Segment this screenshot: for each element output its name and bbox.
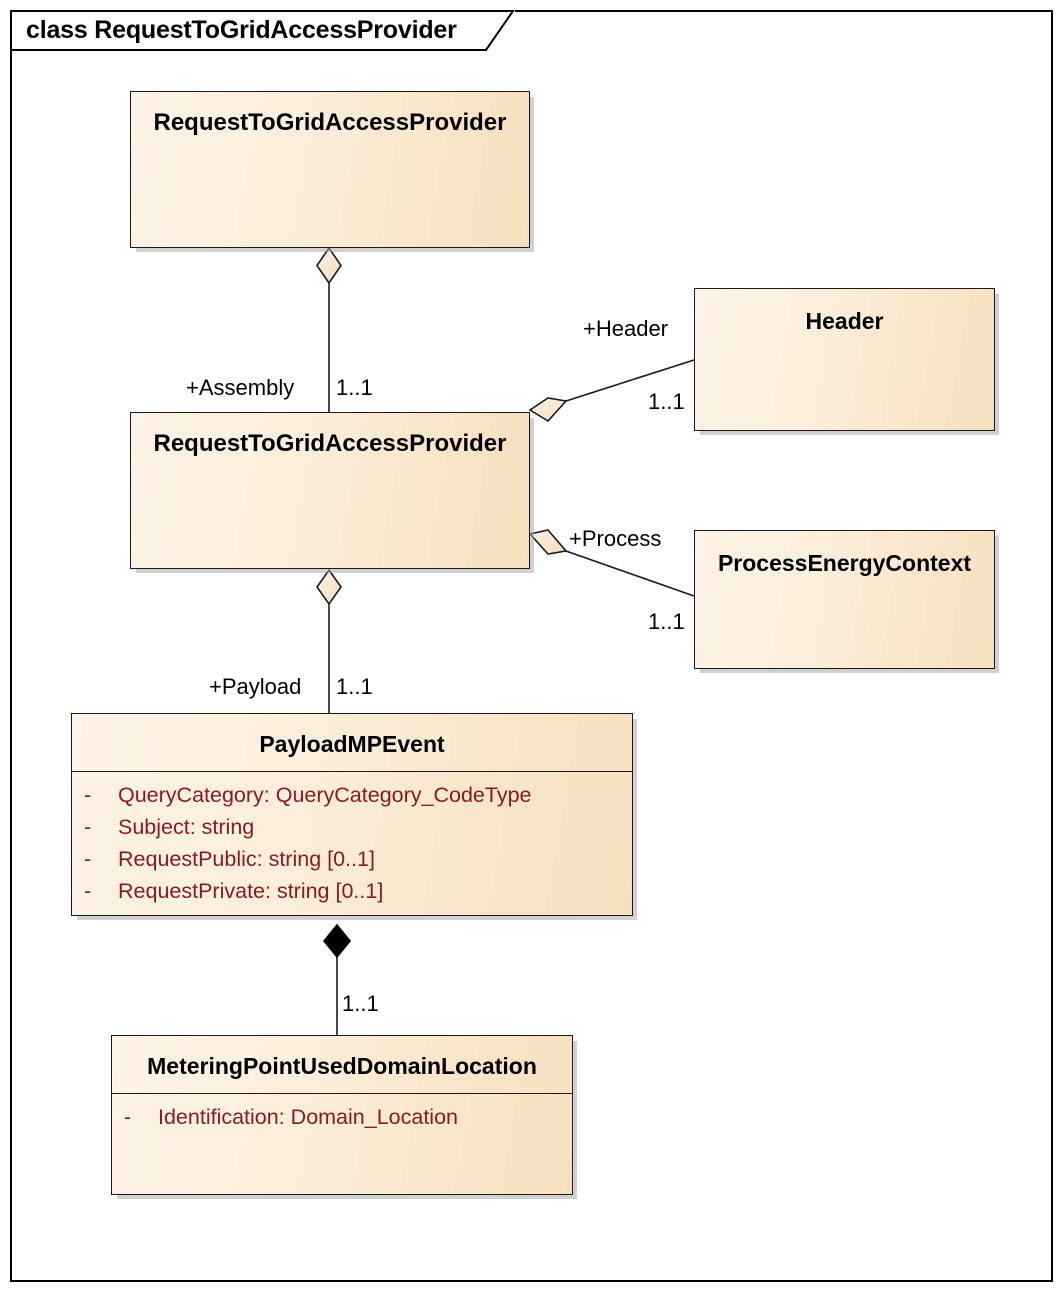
class-box-header[interactable]: Header: [694, 288, 995, 431]
attribute-signature: RequestPrivate: string [0..1]: [118, 879, 384, 903]
association-role-process: +Process: [569, 526, 662, 551]
association-role-payload: +Payload: [209, 674, 302, 699]
diagram-frame-title: class RequestToGridAccessProvider: [26, 16, 457, 44]
attribute-visibility: -: [124, 1105, 132, 1129]
class-title: PayloadMPEvent: [259, 731, 445, 757]
class-box-payload-mp-event[interactable]: PayloadMPEvent - QueryCategory: QueryCat…: [71, 713, 633, 916]
frame-tab-shape-icon: [10, 10, 515, 51]
association-multiplicity-payload: 1..1: [336, 674, 373, 699]
association-multiplicity-metering-point: 1..1: [342, 991, 379, 1016]
class-title: RequestToGridAccessProvider: [153, 109, 507, 136]
association-role-assembly: +Assembly: [186, 375, 295, 400]
class-attributes-compartment: - QueryCategory: QueryCategory_CodeType …: [72, 771, 632, 907]
attribute-visibility: -: [84, 783, 92, 807]
class-attribute-row: - Identification: Domain_Location: [112, 1101, 572, 1133]
association-role-header: +Header: [583, 316, 669, 341]
class-title: RequestToGridAccessProvider: [153, 430, 507, 457]
class-title: ProcessEnergyContext: [717, 550, 972, 576]
class-attributes-compartment: - Identification: Domain_Location: [112, 1093, 572, 1133]
class-attribute-row: - Subject: string: [72, 811, 632, 843]
attribute-signature: RequestPublic: string [0..1]: [118, 847, 375, 871]
association-multiplicity-process: 1..1: [648, 609, 685, 634]
class-box-process-energy-context[interactable]: ProcessEnergyContext: [694, 530, 995, 669]
class-title: Header: [805, 308, 884, 334]
attribute-signature: QueryCategory: QueryCategory_CodeType: [118, 783, 532, 807]
association-multiplicity-assembly: 1..1: [336, 375, 373, 400]
attribute-visibility: -: [84, 879, 92, 903]
class-box-request-to-grid-access-provider-middle[interactable]: RequestToGridAccessProvider: [130, 412, 530, 569]
class-title: MeteringPointUsedDomainLocation: [147, 1053, 537, 1079]
attribute-signature: Subject: string: [118, 815, 255, 839]
diagram-frame-title-tab: class RequestToGridAccessProvider: [10, 10, 515, 51]
class-attribute-row: - RequestPrivate: string [0..1]: [72, 875, 632, 907]
class-attribute-row: - QueryCategory: QueryCategory_CodeType: [72, 779, 632, 811]
class-box-request-to-grid-access-provider-top[interactable]: RequestToGridAccessProvider: [130, 91, 530, 248]
attribute-signature: Identification: Domain_Location: [158, 1105, 458, 1129]
attribute-visibility: -: [84, 815, 92, 839]
attribute-visibility: -: [84, 847, 92, 871]
class-box-metering-point-used-domain-location[interactable]: MeteringPointUsedDomainLocation - Identi…: [111, 1035, 573, 1195]
association-multiplicity-header: 1..1: [648, 389, 685, 414]
class-attribute-row: - RequestPublic: string [0..1]: [72, 843, 632, 875]
